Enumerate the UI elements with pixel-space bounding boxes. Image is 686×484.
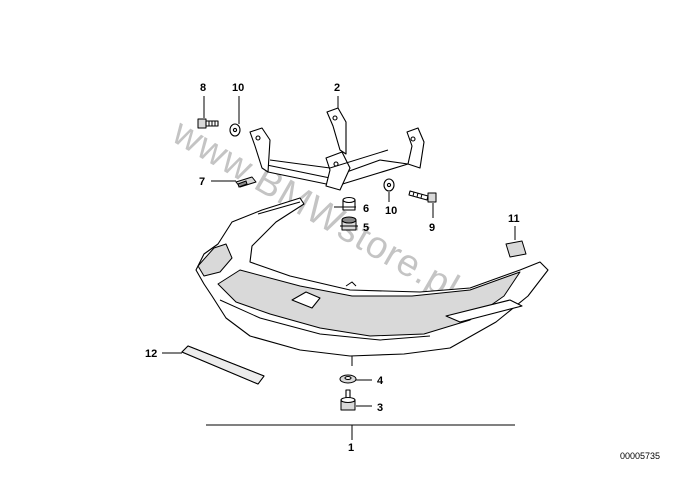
callout-labels: 1 2 3 4 5 6 7 8 9 10 10 11 12 — [145, 82, 520, 454]
callout-10a: 10 — [232, 82, 244, 94]
pad-part-11 — [505, 240, 527, 258]
washer-part-4 — [339, 374, 357, 384]
rubber-mount-part-5 — [341, 216, 357, 231]
callout-10b: 10 — [385, 205, 397, 217]
callout-12: 12 — [145, 348, 157, 360]
callout-1: 1 — [348, 442, 354, 454]
callout-4: 4 — [377, 375, 384, 387]
callout-6: 6 — [363, 203, 369, 215]
bolt-part-9 — [408, 190, 437, 203]
sleeve-part-6 — [342, 196, 356, 211]
callout-9: 9 — [429, 222, 435, 234]
callout-2: 2 — [334, 82, 340, 94]
callout-11: 11 — [508, 213, 520, 225]
callout-8: 8 — [200, 82, 206, 94]
callout-5: 5 — [363, 222, 369, 234]
screw-part-3 — [340, 389, 356, 411]
clip-part-7 — [235, 176, 257, 188]
bolt-part-8 — [197, 118, 219, 129]
strip-part-12 — [181, 345, 265, 385]
callout-3: 3 — [377, 402, 383, 414]
leader-lines — [162, 96, 516, 440]
diagram-reference-number: 00005735 — [620, 451, 660, 461]
engine-guard-part-1 — [195, 197, 549, 357]
callout-7: 7 — [199, 176, 205, 188]
